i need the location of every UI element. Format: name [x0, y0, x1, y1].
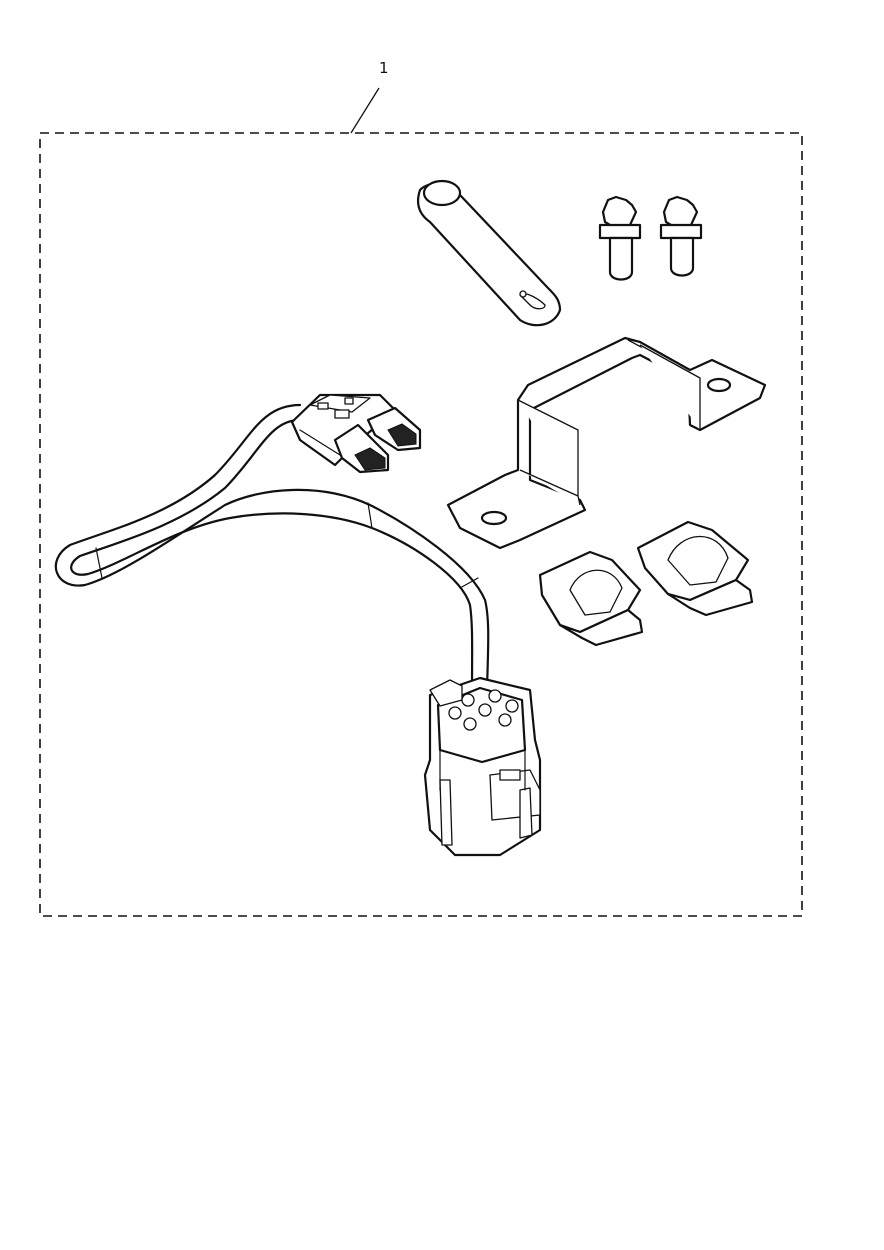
connector-pin-hole — [488, 689, 502, 703]
spring-clip-nut — [538, 550, 644, 647]
connector-pin-hole — [463, 717, 477, 731]
connector-pin-hole — [478, 703, 492, 717]
bolt — [598, 195, 642, 281]
spring-clip-nut — [636, 520, 754, 617]
callout-leader-line — [350, 87, 380, 134]
callout-label: 1 — [379, 59, 389, 77]
mounting-bracket — [446, 336, 767, 550]
strap-tie — [416, 179, 562, 327]
connector-pin-hole — [448, 706, 462, 720]
connector-pin-hole — [505, 699, 519, 713]
connector-pin-hole — [498, 713, 512, 727]
multi-pin-connector — [423, 676, 542, 857]
wiring-harness — [54, 403, 490, 692]
kit-boundary — [39, 132, 803, 917]
dual-plug-connector — [290, 393, 422, 474]
bolt — [659, 195, 703, 277]
callout-1: 1 — [350, 59, 389, 134]
connector-pin-hole — [461, 693, 475, 707]
